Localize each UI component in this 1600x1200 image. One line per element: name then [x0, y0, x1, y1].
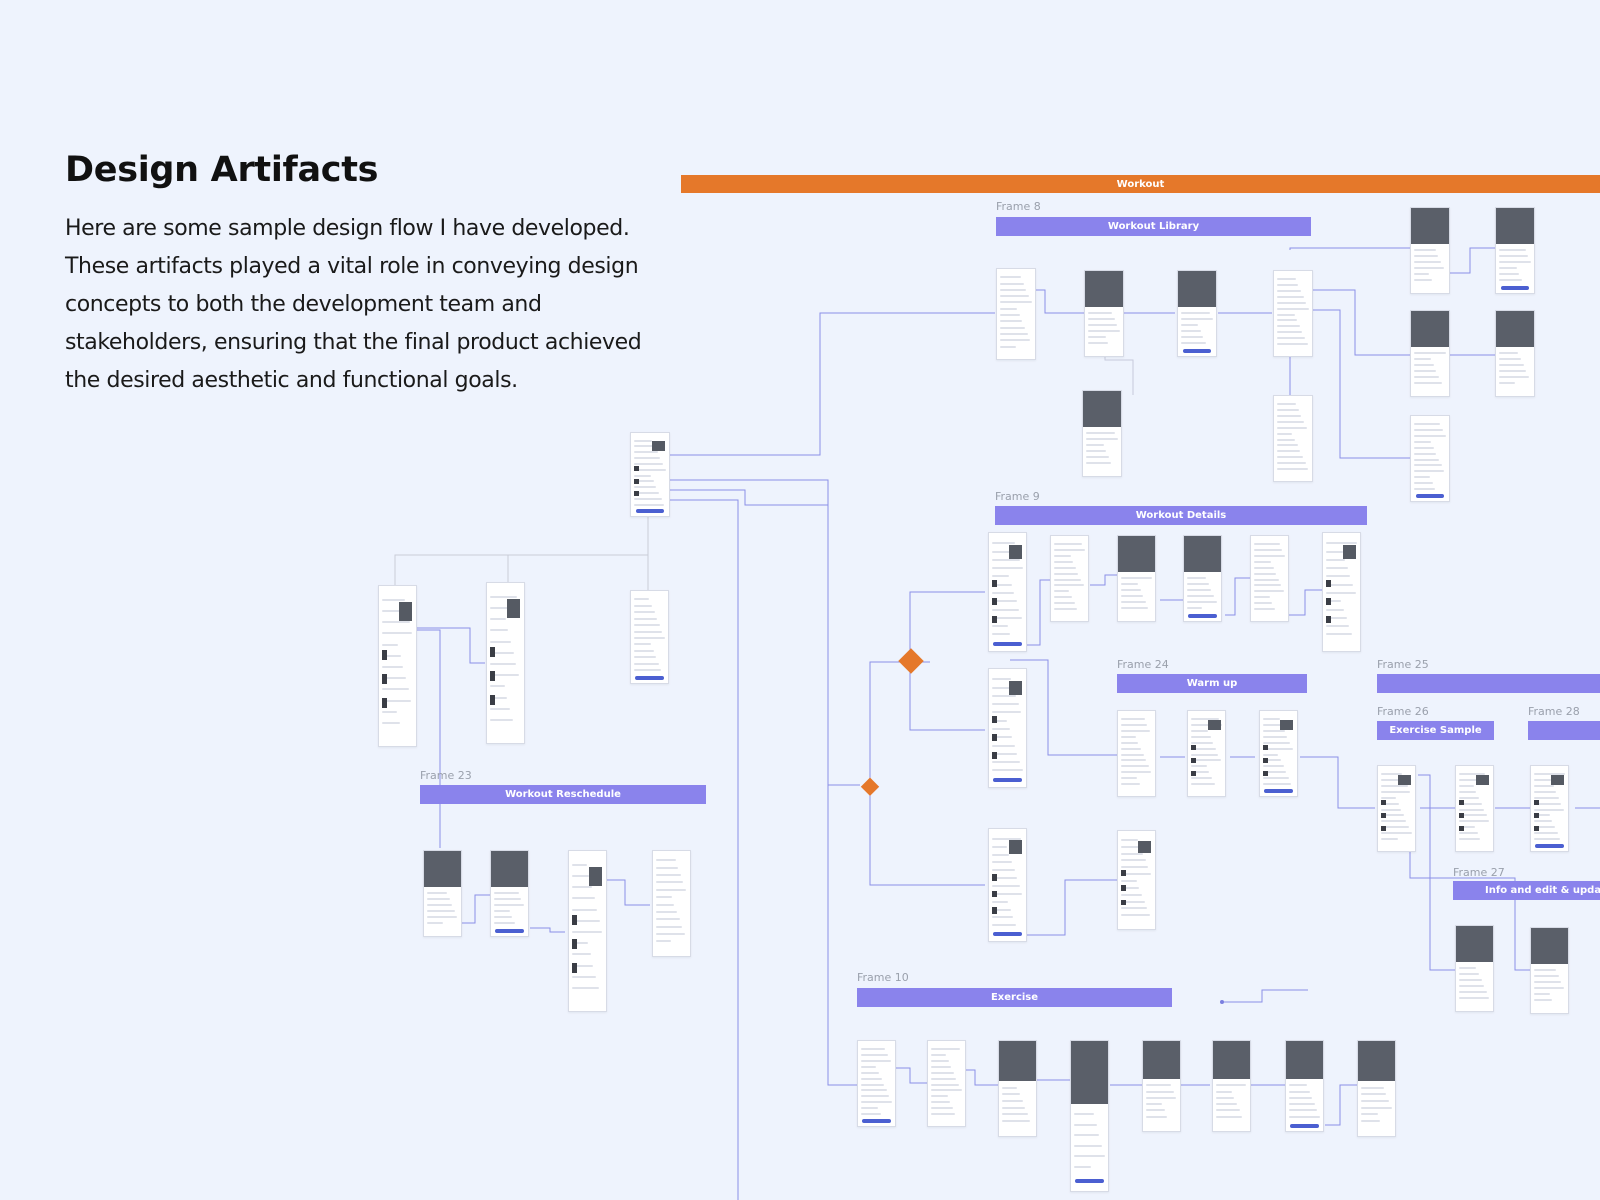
frame-26-label: Frame 26: [1377, 705, 1429, 718]
screen-thumbnail: [857, 1040, 896, 1127]
screen-thumbnail: [1410, 415, 1450, 502]
frame-23-label: Frame 23: [420, 769, 472, 782]
warm-up-banner: Warm up: [1117, 674, 1307, 693]
frame-28-label: Frame 28: [1528, 705, 1580, 718]
screen-thumbnail: [1455, 925, 1494, 1012]
workout-reschedule-banner: Workout Reschedule: [420, 785, 706, 804]
screen-thumbnail: [1285, 1040, 1324, 1132]
frame-10-label: Frame 10: [857, 971, 909, 984]
screen-thumbnail: [378, 585, 417, 747]
screen-thumbnail: [1357, 1040, 1396, 1137]
screen-thumbnail: [1495, 207, 1535, 294]
exercise-banner: Exercise: [857, 988, 1172, 1007]
screen-thumbnail: [1322, 532, 1361, 652]
screen-thumbnail: [423, 850, 462, 937]
screen-thumbnail: [996, 268, 1036, 360]
workout-banner: Workout: [681, 175, 1600, 193]
frame-25-banner: [1377, 674, 1600, 693]
screen-thumbnail: [1177, 270, 1217, 357]
screen-thumbnail: [652, 850, 691, 957]
screen-thumbnail: [1455, 765, 1494, 852]
screen-thumbnail: [1530, 927, 1569, 1014]
workout-details-banner: Workout Details: [995, 506, 1367, 525]
screen-thumbnail: [1183, 535, 1222, 622]
screen-thumbnail: [1250, 535, 1289, 622]
page-description: Here are some sample design flow I have …: [65, 216, 642, 393]
screen-thumbnail: [490, 850, 529, 937]
screen-thumbnail: [1070, 1040, 1109, 1192]
screen-thumbnail: [1273, 395, 1313, 482]
decision-diamond-2: [860, 777, 880, 796]
screen-thumbnail: [998, 1040, 1037, 1137]
screen-thumbnail: [1050, 535, 1089, 622]
frame-24-label: Frame 24: [1117, 658, 1169, 671]
exercise-sample-banner: Exercise Sample: [1377, 721, 1494, 740]
screen-thumbnail: [1273, 270, 1313, 357]
screen-thumbnail: [1084, 270, 1124, 357]
screen-thumbnail: [1495, 310, 1535, 397]
screen-thumbnail: [1410, 310, 1450, 397]
screen-thumbnail: [1530, 765, 1569, 852]
screen-thumbnail: [1410, 207, 1450, 294]
screen-thumbnail: [1117, 710, 1156, 797]
screen-thumbnail: [1117, 535, 1156, 622]
page-title: Design Artifacts: [65, 150, 379, 190]
screen-thumbnail: [988, 668, 1027, 788]
frame-9-label: Frame 9: [995, 490, 1040, 503]
screen-thumbnail: [630, 432, 670, 517]
screen-thumbnail: [1117, 830, 1156, 930]
decision-diamond-1: [898, 648, 924, 674]
frame-25-label: Frame 25: [1377, 658, 1429, 671]
screen-thumbnail: [1212, 1040, 1251, 1132]
screen-thumbnail: [1259, 710, 1298, 797]
workout-library-banner: Workout Library: [996, 217, 1311, 236]
screen-thumbnail: [568, 850, 607, 1012]
screen-thumbnail: [927, 1040, 966, 1127]
frame-28-banner: [1528, 721, 1600, 740]
screen-thumbnail: [1142, 1040, 1181, 1132]
info-update-banner: Info and edit & update wei: [1453, 881, 1600, 900]
screen-thumbnail: [988, 532, 1027, 652]
screen-thumbnail: [988, 828, 1027, 942]
screen-thumbnail: [1377, 765, 1416, 852]
screen-thumbnail: [630, 590, 669, 684]
screen-thumbnail: [1082, 390, 1122, 477]
screen-thumbnail: [486, 582, 525, 744]
frame-8-label: Frame 8: [996, 200, 1041, 213]
frame-27-label: Frame 27: [1453, 866, 1505, 879]
screen-thumbnail: [1187, 710, 1226, 797]
